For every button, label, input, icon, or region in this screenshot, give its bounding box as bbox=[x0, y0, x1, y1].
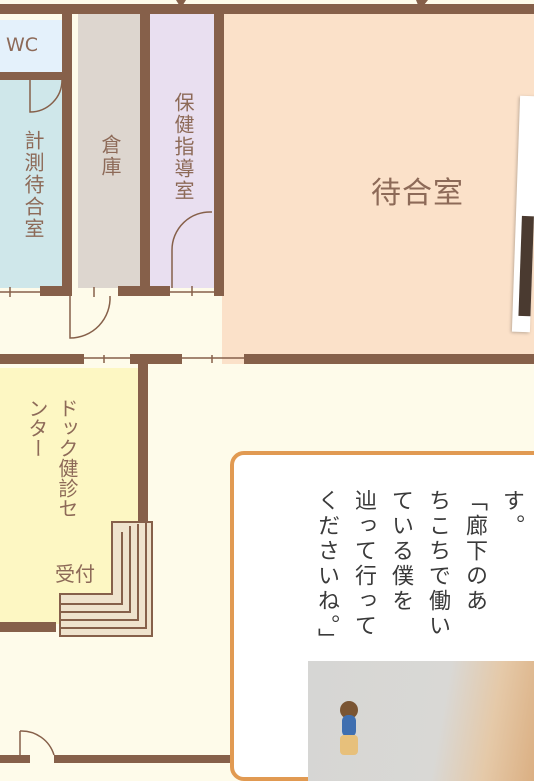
corridor-wall-center bbox=[130, 354, 182, 364]
mascot-figure bbox=[336, 701, 362, 761]
door-swings bbox=[0, 0, 428, 756]
bottom-wall-left bbox=[0, 755, 30, 763]
mid-wall-left bbox=[40, 286, 70, 296]
wc-area[interactable] bbox=[0, 20, 62, 72]
wc-label: WC bbox=[6, 34, 39, 56]
health-guidance-room-label: 保健指導室 bbox=[171, 92, 195, 202]
dock-checkup-center-text: ドック健診センター bbox=[25, 398, 79, 518]
corridor-wall-right bbox=[244, 354, 534, 364]
dock-right-wall bbox=[138, 364, 148, 634]
callout-text: す。 「廊下のあ ちこちで働い ている僕を 辿って行って くださいね。」 bbox=[308, 489, 530, 653]
storage-area[interactable] bbox=[78, 10, 140, 288]
measurement-waiting-room-label: 計測待合室 bbox=[21, 130, 45, 240]
wc-bottom-wall bbox=[0, 72, 70, 80]
callout-box: す。 「廊下のあ ちこちで働い ている僕を 辿って行って くださいね。」 bbox=[230, 451, 534, 781]
reception-label: 受付 bbox=[55, 562, 95, 586]
storage-label: 倉庫 bbox=[98, 134, 122, 178]
reception-counter bbox=[59, 521, 153, 637]
callout-line: す。 bbox=[499, 489, 524, 539]
storage-right-wall bbox=[140, 10, 150, 296]
bottom-wall-right bbox=[54, 755, 230, 763]
waiting-room-area[interactable] bbox=[222, 10, 534, 364]
callout-line: 「廊下のあ bbox=[462, 489, 487, 614]
callout-line: ちこちで働い bbox=[425, 489, 450, 639]
callout-line: ている僕を bbox=[388, 489, 413, 614]
guidance-right-wall bbox=[214, 10, 224, 296]
measurement-waiting-room-area[interactable] bbox=[0, 80, 62, 288]
mid-wall-center bbox=[118, 286, 170, 296]
waiting-room-label: 待合室 bbox=[371, 176, 464, 211]
dock-checkup-center-label: ドック健診センター bbox=[18, 398, 82, 528]
corridor-wall-left bbox=[0, 354, 84, 364]
dock-bottom-wall bbox=[0, 622, 56, 632]
measurement-right-wall bbox=[62, 10, 72, 296]
top-wall bbox=[0, 4, 534, 14]
callout-line: くださいね。」 bbox=[314, 489, 339, 653]
health-guidance-room-area[interactable] bbox=[148, 10, 214, 288]
callout-line: 辿って行って bbox=[351, 489, 376, 639]
callout-photo bbox=[308, 661, 534, 781]
